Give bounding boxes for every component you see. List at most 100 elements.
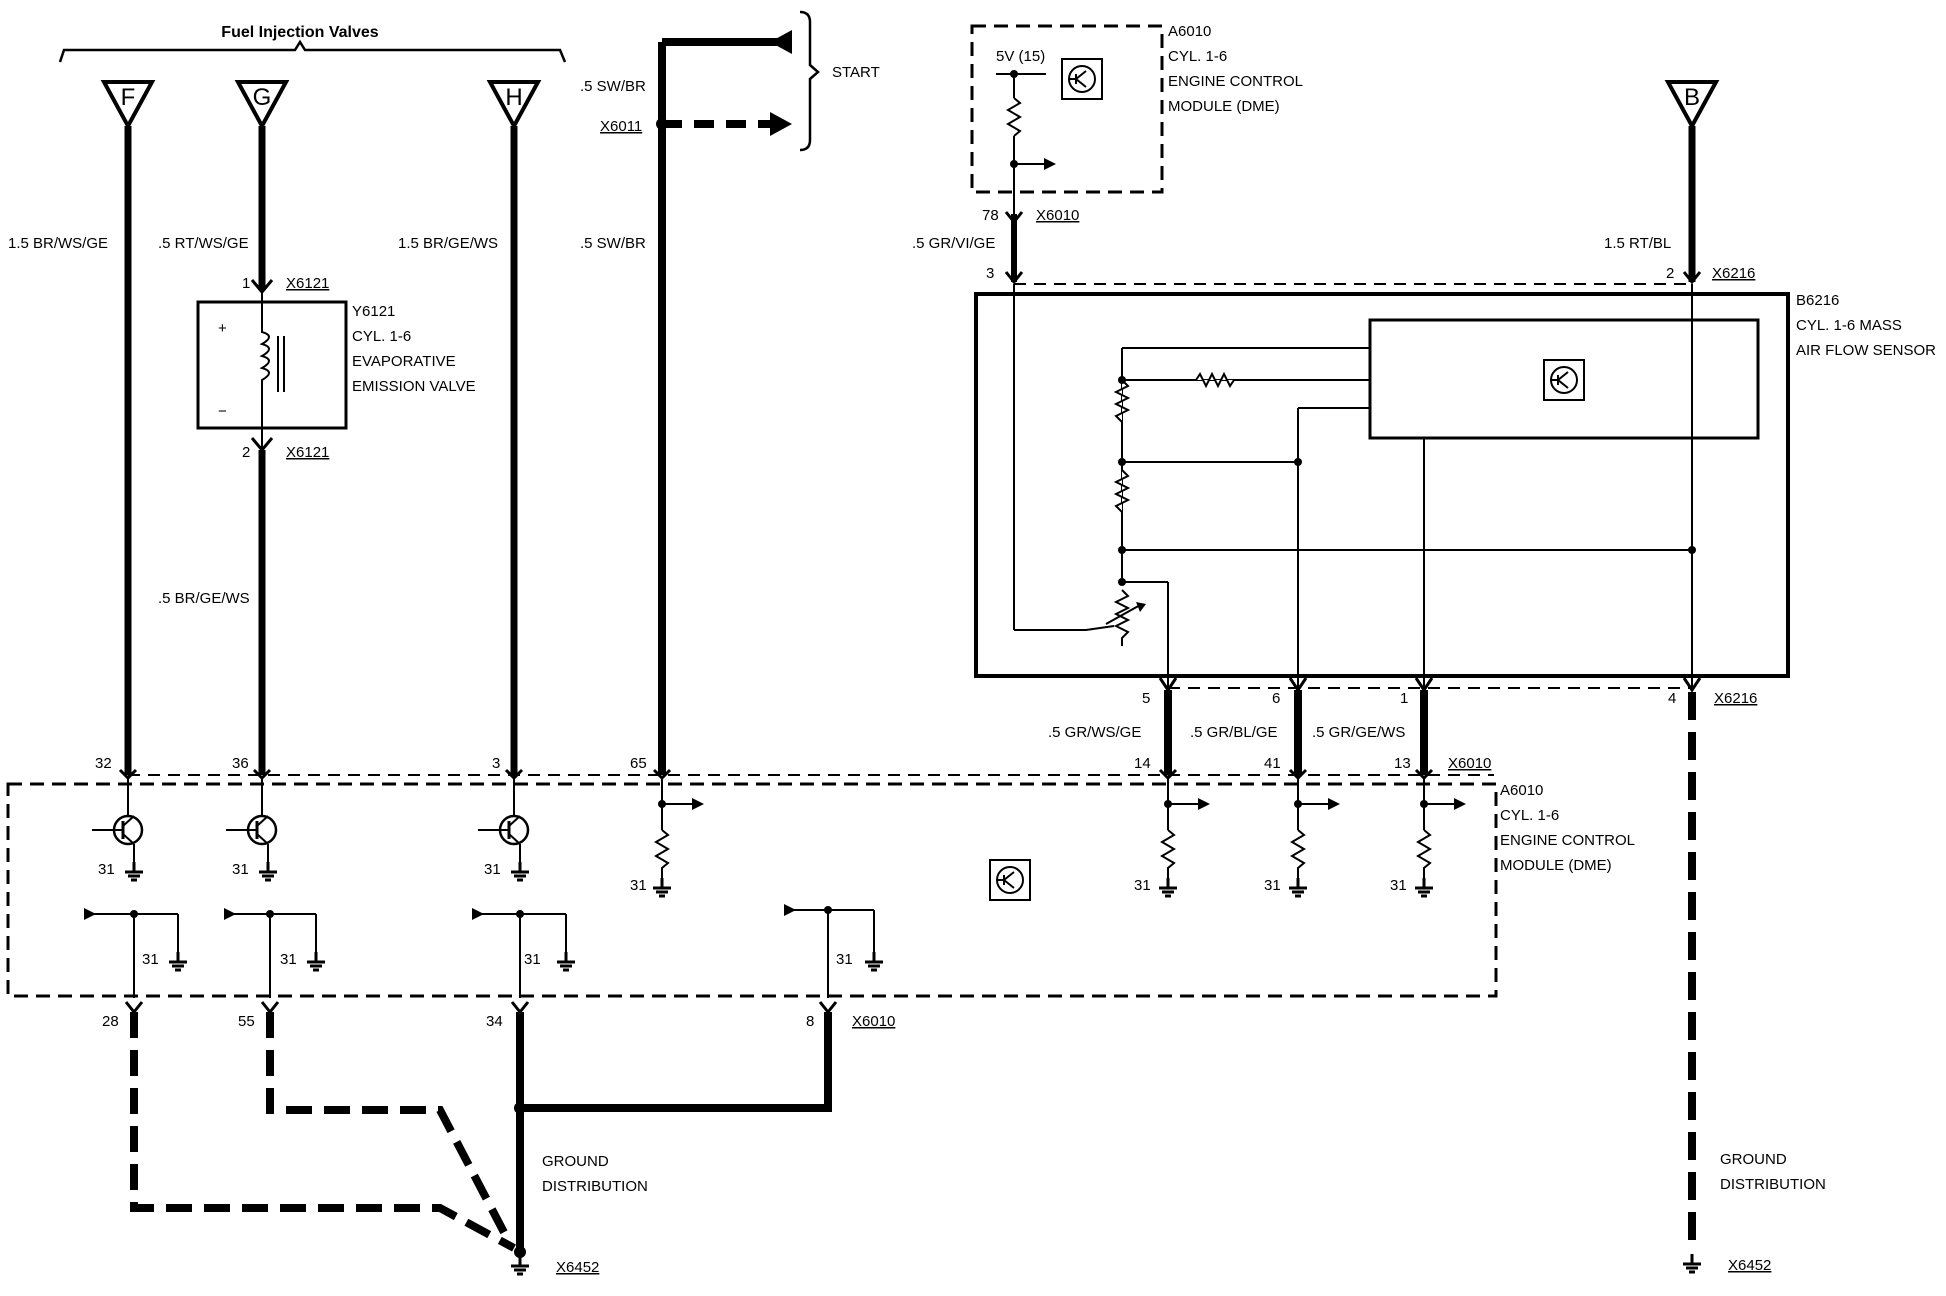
ecm-supply-voltage: 5V (15)	[996, 48, 1045, 65]
ecm-supply-arrow-icon	[1044, 158, 1056, 170]
ecm-small-pin-b: 3	[986, 265, 994, 282]
injector-f-transistor-icon	[90, 814, 144, 846]
maf-line2: AIR FLOW SENSOR	[1796, 342, 1936, 359]
connector-f-triangle	[100, 80, 156, 131]
valve-coil-icon	[259, 302, 270, 428]
ground-dist-right-connector: X6452	[1728, 1257, 1771, 1274]
maf-connector-bottom: X6216	[1714, 690, 1757, 707]
evap-valve: 1 X6121 + − 2 X6121 Y6121 CYL. 1-6 EVAPO…	[158, 275, 476, 607]
ground-31-g: 31	[232, 861, 249, 878]
ground-31-8: 31	[836, 951, 853, 968]
maf-sensor: B6216 CYL. 1-6 MASS AIR FLOW SENSOR	[974, 284, 1936, 690]
ground-pin-34: 34	[486, 1013, 503, 1030]
injector-h: H 1.5 BR/GE/WS 3	[398, 80, 542, 775]
maf-electronics-box	[1368, 318, 1760, 440]
ecm-small-line2: ENGINE CONTROL	[1168, 73, 1303, 90]
ground-31-55: 31	[280, 951, 297, 968]
ground-31-f: 31	[98, 861, 115, 878]
injector-f-wire: 1.5 BR/WS/GE	[8, 235, 108, 252]
valve-pin-top: 1	[242, 275, 250, 292]
injector-f-ecm-pin: 32	[95, 755, 112, 772]
ground-wire-28	[130, 1012, 516, 1252]
connector-b-pin-bottom: 4	[1668, 690, 1676, 707]
ecm-ground-switch-55: 31	[224, 908, 327, 998]
ground-x6452-right-icon	[1681, 1252, 1703, 1274]
ecm-main-box	[6, 782, 1498, 998]
connector-b-triangle	[1664, 80, 1720, 131]
maf-sensor-box	[974, 292, 1790, 678]
start-arrow-right-icon	[770, 112, 792, 136]
start-wire-ecm-pin: 65	[630, 755, 647, 772]
connector-h-triangle	[486, 80, 542, 131]
injector-g-ecm-pin: 36	[232, 755, 249, 772]
ecm-small-line3: MODULE (DME)	[1168, 98, 1280, 115]
valve-name: Y6121	[352, 303, 395, 320]
maf-wire-1: .5 GR/WS/GE	[1048, 724, 1141, 741]
connector-b-pin-top: 2	[1666, 265, 1674, 282]
ecm-input-65: 31	[630, 778, 704, 898]
maf-resistor-top	[1195, 371, 1235, 389]
injector-g-wire: .5 RT/WS/GE	[158, 235, 249, 252]
maf-ecm-pin-13: 13	[1394, 755, 1411, 772]
maf-ecm-pin-14: 14	[1134, 755, 1151, 772]
valve-bottom-wire: .5 BR/GE/WS	[158, 590, 250, 607]
injector-h-wire: 1.5 BR/GE/WS	[398, 235, 498, 252]
ecm-small-name: A6010	[1168, 23, 1211, 40]
ecm-main-line2: ENGINE CONTROL	[1500, 832, 1635, 849]
connector-g-letter: G	[253, 84, 272, 111]
valve-connector-top: X6121	[286, 275, 329, 292]
ground-pin-8: 8	[806, 1013, 814, 1030]
valve-line1: CYL. 1-6	[352, 328, 411, 345]
start-brace	[799, 10, 820, 152]
valve-minus: −	[218, 403, 227, 420]
valve-line3: EMISSION VALVE	[352, 378, 476, 395]
connector-f-letter: F	[121, 84, 136, 111]
ecm-input-13: 31	[1390, 778, 1466, 898]
ecm-small-connector: X6010	[1036, 207, 1079, 224]
diagram-title: Fuel Injection Valves	[221, 24, 378, 41]
connector-g-triangle	[234, 80, 290, 131]
ground-distribution-right: GROUND DISTRIBUTION X6452	[1681, 1151, 1826, 1274]
valve-line2: EVAPORATIVE	[352, 353, 456, 370]
ecm-main-chip-icon	[989, 859, 1031, 901]
ground-31-13: 31	[1390, 877, 1407, 894]
maf-wire-2: .5 GR/BL/GE	[1190, 724, 1278, 741]
ecm-chip-icon	[1061, 58, 1103, 100]
maf-output-wires: 5 6 1 4 X6216 .5 GR/WS/GE .5 GR/BL/GE .5…	[1048, 677, 1757, 775]
ecm-main-line3: MODULE (DME)	[1500, 857, 1612, 874]
maf-pin-6: 6	[1272, 690, 1280, 707]
title-brace	[58, 39, 567, 63]
maf-name: B6216	[1796, 292, 1839, 309]
ecm-small-pin-a: 78	[982, 207, 999, 224]
ecm-ground-switch-28: 31	[84, 908, 189, 998]
maf-pin-5: 5	[1142, 690, 1150, 707]
ecm-supply-box: 5V (15) A6010 CYL. 1-6 ENGINE CONTROL MO…	[912, 23, 1303, 285]
maf-pot-arrow-icon	[1136, 602, 1146, 612]
ground-icon	[257, 860, 279, 882]
ecm-ground-switch-34: 31	[472, 908, 577, 998]
ground-31-14: 31	[1134, 877, 1151, 894]
ecm-connector-bottom: X6010	[852, 1013, 895, 1030]
injector-f: F 1.5 BR/WS/GE 32	[8, 80, 156, 775]
ecm-main: A6010 CYL. 1-6 ENGINE CONTROL MODULE (DM…	[6, 768, 1635, 998]
ground-dist-left-line1: GROUND	[542, 1153, 609, 1170]
ground-wire-8	[520, 1012, 832, 1112]
maf-ecm-pin-41: 41	[1264, 755, 1281, 772]
ground-x6452-left-icon	[509, 1254, 531, 1276]
ground-31-h: 31	[484, 861, 501, 878]
ground-dist-left-connector: X6452	[556, 1259, 599, 1276]
connector-h-letter: H	[505, 84, 522, 111]
maf-chip-icon	[1543, 359, 1585, 401]
maf-line1: CYL. 1-6 MASS	[1796, 317, 1902, 334]
connector-b-letter: B	[1684, 84, 1700, 111]
ground-icon	[123, 860, 145, 882]
injector-g-transistor-icon	[224, 814, 278, 846]
maf-pin-1: 1	[1400, 690, 1408, 707]
ecm-input-14: 31	[1134, 778, 1210, 898]
ecm-small-line1: CYL. 1-6	[1168, 48, 1227, 65]
valve-box	[196, 300, 348, 430]
maf-resistor-2	[1113, 469, 1131, 513]
ground-dist-left-line2: DISTRIBUTION	[542, 1178, 648, 1195]
ground-31-65: 31	[630, 877, 647, 894]
ground-wire-55	[266, 1012, 512, 1242]
